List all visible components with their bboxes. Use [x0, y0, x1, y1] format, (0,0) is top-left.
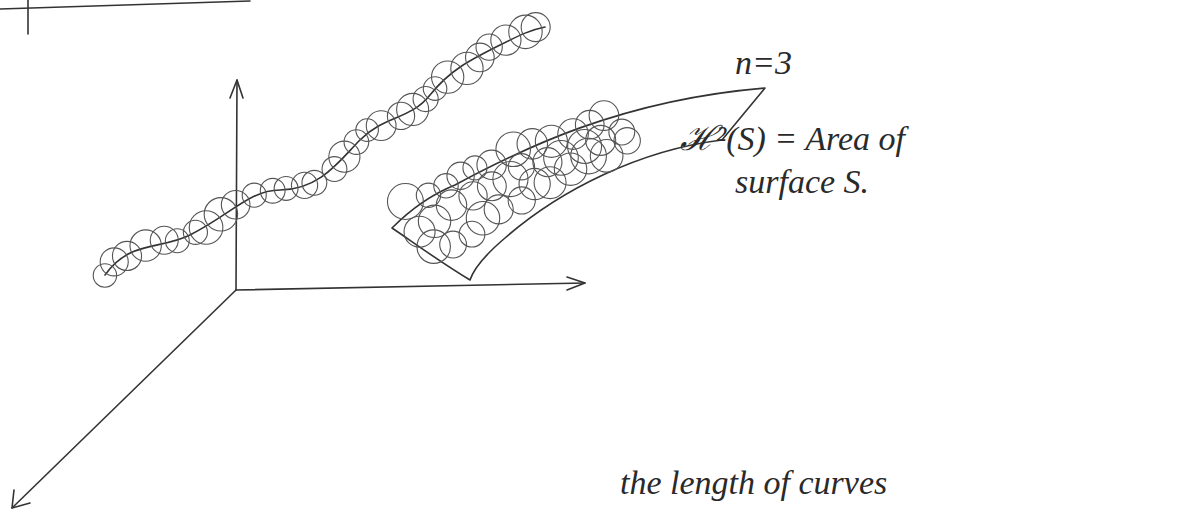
covering-ball — [130, 230, 161, 261]
covering-ball — [463, 156, 487, 180]
covering-ball — [521, 13, 550, 42]
axis-line — [236, 80, 237, 290]
covering-ball — [165, 229, 189, 253]
axis-arrow — [567, 277, 585, 290]
surface-guide — [420, 108, 700, 228]
covering-ball — [476, 34, 502, 60]
covering-ball — [447, 162, 474, 189]
frame-line — [0, 1, 250, 9]
covering-ball — [413, 86, 438, 111]
covering-ball — [459, 221, 485, 247]
covering-ball — [614, 128, 640, 154]
axis-arrow — [12, 490, 30, 508]
covering-ball — [508, 187, 535, 214]
covering-ball — [150, 226, 178, 254]
covering-ball — [417, 230, 451, 264]
curve — [105, 27, 545, 275]
axis-line — [12, 290, 236, 508]
surface-outline — [392, 88, 765, 280]
covering-ball — [466, 43, 495, 72]
covering-ball — [423, 77, 447, 101]
note-text: n=3 — [735, 42, 792, 85]
covering-ball — [544, 141, 579, 176]
axis-arrow — [230, 80, 243, 98]
covering-ball — [571, 138, 607, 174]
covering-ball — [274, 177, 298, 201]
covering-ball — [609, 119, 635, 145]
covering-ball — [440, 231, 467, 258]
covering-ball — [432, 61, 464, 93]
covering-ball — [568, 130, 602, 164]
covering-ball — [242, 183, 266, 207]
covering-ball — [509, 15, 542, 48]
covering-ball — [204, 198, 237, 231]
covering-ball — [112, 241, 141, 270]
covering-ball — [484, 195, 513, 224]
covering-ball — [575, 110, 604, 139]
covering-balls — [93, 13, 640, 288]
axis-line — [236, 283, 585, 290]
covering-ball — [477, 150, 506, 179]
covering-ball — [416, 183, 440, 207]
covering-ball — [589, 101, 619, 131]
note-text: ℋ²(S) = Area of surface S. — [680, 118, 995, 203]
covering-ball — [459, 182, 487, 210]
covering-ball — [491, 25, 521, 55]
covering-ball — [535, 125, 567, 157]
covering-ball — [291, 172, 317, 198]
covering-ball — [466, 201, 499, 234]
covering-ball — [221, 190, 250, 219]
covering-ball — [434, 174, 458, 198]
covering-ball — [451, 52, 483, 84]
covering-ball — [496, 132, 531, 167]
note-text: the length of curves — [620, 462, 887, 505]
covering-ball — [404, 216, 435, 247]
frame-line — [27, 0, 29, 34]
covering-ball — [189, 211, 223, 245]
